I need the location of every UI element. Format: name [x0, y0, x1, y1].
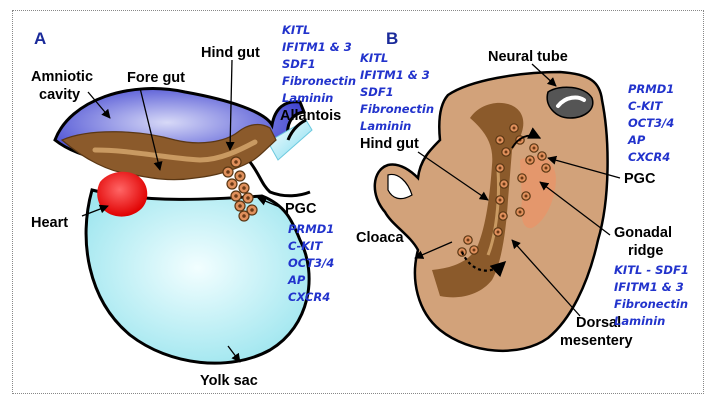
label-allantois: Allantois — [280, 108, 341, 124]
panel-b: B Neural tube Hind gut Cloaca PGC Gonada… — [356, 29, 693, 353]
label-amniotic-line2: cavity — [39, 87, 80, 103]
pgc-nucleus — [238, 204, 242, 208]
arrow-fore-gut — [139, 87, 163, 171]
label-cloaca: Cloaca — [356, 230, 404, 246]
label-pgc-a: PGC — [285, 201, 317, 217]
pgc-nucleus — [498, 138, 502, 142]
arrow-yolk-sac — [227, 345, 241, 363]
pgc-nucleus — [501, 214, 505, 218]
gonadal-ridge-shape — [520, 156, 556, 229]
label-hind-gut-a: Hind gut — [201, 45, 260, 61]
pgc-nucleus — [498, 198, 502, 202]
neural-tube-shape — [546, 86, 594, 119]
pgc-nucleus — [524, 194, 528, 198]
label-amniotic-line1: Amniotic — [31, 69, 93, 85]
pgc-nucleus — [466, 238, 470, 242]
pgc-nucleus — [242, 214, 246, 218]
label-gonadal-line2: ridge — [628, 243, 663, 259]
arrow-hind-gut-b — [417, 151, 489, 201]
arrow-cloaca — [414, 241, 453, 259]
pgc-markers-a: PRMD1 C-KIT OCT3/4 AP CXCR4 — [287, 222, 338, 304]
migration-arrow — [460, 251, 507, 278]
arrow-pgc-b — [547, 155, 621, 179]
pgc-nucleus — [230, 182, 234, 186]
yolk-stalk-line — [248, 161, 311, 198]
allantois-shape — [267, 119, 313, 161]
panel-a-letter: A — [34, 29, 46, 48]
pgc-nucleus — [532, 146, 536, 150]
hind-gut-b-lumen — [486, 169, 500, 256]
pgc-nucleus — [226, 170, 230, 174]
pgc-nucleus — [512, 126, 516, 130]
arrow-neural-tube — [531, 63, 557, 87]
arrow-dorsal-mesentery — [511, 239, 581, 317]
hindgut-molecules-a: KITL IFITM1 & 3 SDF1 Fibronectin Laminin — [282, 23, 360, 105]
panel-a: A Amniotic cavity Fore gut Hind gut Alla… — [31, 23, 360, 389]
label-neural-tube: Neural tube — [488, 49, 568, 65]
panel-b-letter: B — [386, 29, 398, 48]
label-gonadal-line1: Gonadal — [614, 225, 672, 241]
label-yolk-sac: Yolk sac — [200, 373, 258, 389]
gut-lumen — [92, 139, 258, 163]
label-dorsal-line1: Dorsal — [576, 315, 621, 331]
pgc-nucleus — [502, 182, 506, 186]
allantois-outline — [286, 118, 307, 141]
gonadal-molecules-b: KITL - SDF1 IFITM1 & 3 Fibronectin Lamin… — [614, 263, 693, 328]
hindgut-molecules-b: KITL IFITM1 & 3 SDF1 Fibronectin Laminin — [360, 51, 438, 133]
figure-frame — [12, 10, 704, 394]
label-pgc-b: PGC — [624, 171, 656, 187]
cloaca-opening — [387, 173, 413, 200]
pgc-nucleus — [504, 150, 508, 154]
pgc-markers-b: PRMD1 C-KIT OCT3/4 AP CXCR4 — [627, 82, 678, 164]
pgc-nucleus — [520, 176, 524, 180]
pgc-nucleus — [250, 208, 254, 212]
arrow-gonadal-ridge — [539, 181, 611, 236]
arrow-heart — [81, 204, 109, 217]
label-fore-gut: Fore gut — [127, 70, 185, 86]
pgc-nucleus — [234, 160, 238, 164]
pgc-cluster-a — [222, 156, 258, 222]
arrow-amniotic — [87, 91, 111, 119]
pgc-nucleus — [246, 196, 250, 200]
pgc-nucleus — [472, 248, 476, 252]
pgc-nucleus — [234, 194, 238, 198]
pgc-nucleus — [498, 166, 502, 170]
pgc-nucleus — [242, 186, 246, 190]
neural-tube-lumen — [556, 95, 586, 108]
pgc-nucleus — [238, 174, 242, 178]
pgc-cluster-b — [457, 123, 551, 257]
arrow-pgc-a — [257, 196, 283, 209]
pgc-nucleus — [528, 158, 532, 162]
pgc-nucleus — [518, 210, 522, 214]
pgc-nucleus — [540, 154, 544, 158]
migration-arrow-upper — [511, 127, 542, 149]
label-heart: Heart — [31, 215, 68, 231]
pgc-nucleus — [544, 166, 548, 170]
label-dorsal-line2: mesentery — [560, 333, 633, 349]
hind-gut-b-shape — [432, 102, 524, 298]
heart-shape — [97, 171, 148, 217]
pgc-nucleus — [496, 230, 500, 234]
arrow-hind-gut — [225, 59, 235, 151]
label-hind-gut-b: Hind gut — [360, 136, 419, 152]
